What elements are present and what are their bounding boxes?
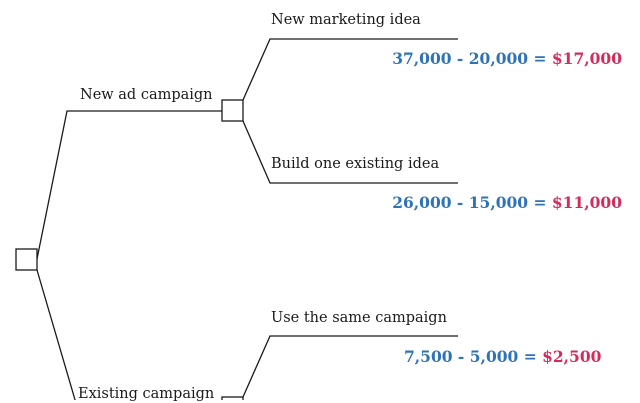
calculation-text: 37,000 - 20,000 = xyxy=(392,49,547,68)
outcome-formula-build-one-existing-idea: 26,000 - 15,000 = $11,000 xyxy=(392,193,622,213)
outcome-label-new-marketing-idea: New marketing idea xyxy=(271,12,421,28)
branch-line-new-ad-campaign xyxy=(36,110,222,260)
outcome-label-use-same-campaign: Use the same campaign xyxy=(271,310,447,326)
outcome-formula-use-same-campaign: 7,500 - 5,000 = $2,500 xyxy=(404,347,601,367)
branch-line-use-same-campaign xyxy=(242,335,458,398)
branch-label-new-ad-campaign: New ad campaign xyxy=(80,87,213,103)
outcome-formula-new-marketing-idea: 37,000 - 20,000 = $17,000 xyxy=(392,49,622,69)
branch-line-existing-campaign xyxy=(36,269,76,400)
result-value: $17,000 xyxy=(551,49,622,68)
new-ad-decision-node xyxy=(221,99,244,122)
branch-label-existing-campaign: Existing campaign xyxy=(78,386,215,402)
result-value: $2,500 xyxy=(542,347,602,366)
branch-line-new-marketing-idea xyxy=(242,38,458,101)
calculation-text: 26,000 - 15,000 = xyxy=(392,193,547,212)
branch-line-build-one-existing-idea xyxy=(242,120,458,184)
calculation-text: 7,500 - 5,000 = xyxy=(404,347,537,366)
root-decision-node xyxy=(15,248,38,271)
outcome-label-build-one-existing-idea: Build one existing idea xyxy=(271,156,440,172)
existing-decision-node xyxy=(221,396,244,400)
result-value: $11,000 xyxy=(551,193,622,212)
